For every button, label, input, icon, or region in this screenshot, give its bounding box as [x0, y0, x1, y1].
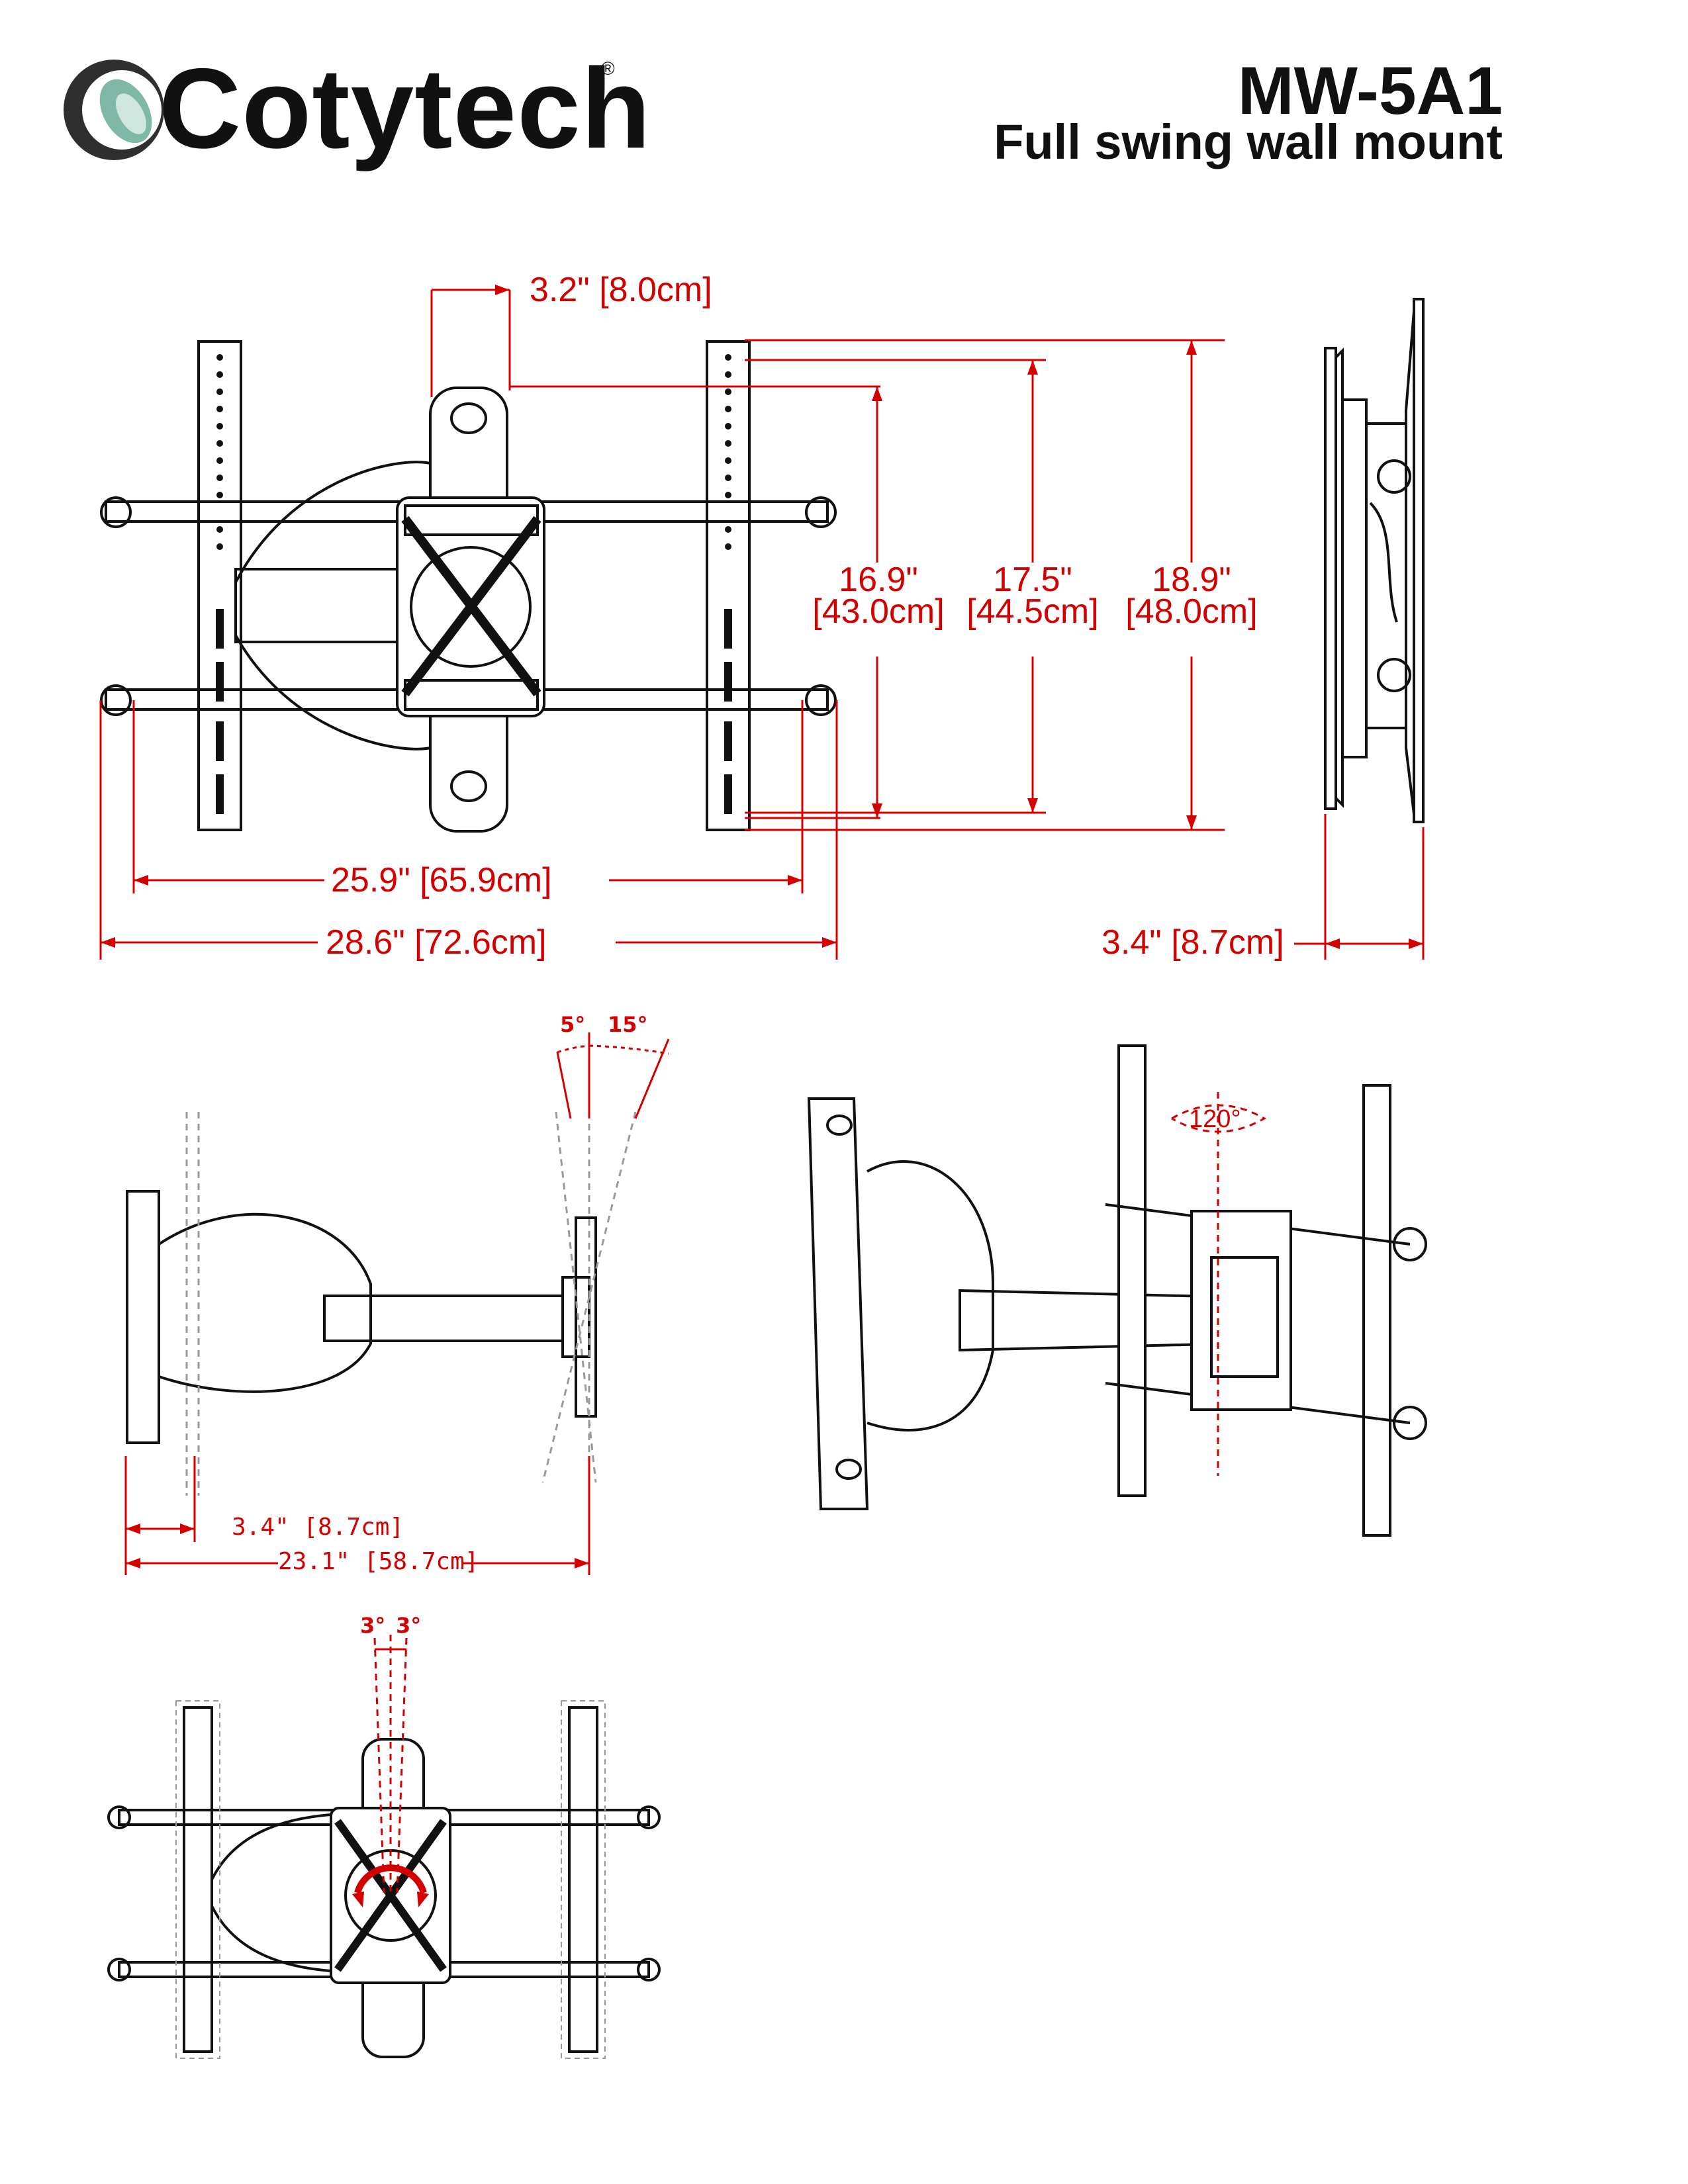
hole-spacing-2-cm: [44.5cm] [966, 592, 1099, 631]
level-right-angle: 3° [396, 1613, 422, 1638]
hole-spacing-1-in: 16.9" [839, 561, 918, 599]
hole-spacing-2-in: 17.5" [993, 561, 1072, 599]
hole-spacing-1-cm: [43.0cm] [812, 592, 945, 631]
brand-name: Cotytech [159, 45, 651, 172]
hole-spacing-3-in: 18.9" [1152, 561, 1231, 599]
offset-dimension: 3.2" [8.0cm] [530, 271, 712, 309]
min-depth-dimension: 3.4" [8.7cm] [232, 1514, 404, 1541]
inner-width-dimension: 25.9" [65.9cm] [331, 861, 552, 899]
tilt-down-angle: 15° [608, 1012, 648, 1037]
product-subtitle: Full swing wall mount [994, 114, 1503, 169]
registered-mark: ® [601, 58, 615, 79]
max-depth-dimension: 23.1" [58.7cm] [278, 1548, 479, 1575]
tilt-up-angle: 5° [560, 1012, 586, 1037]
outer-width-dimension: 28.6" [72.6cm] [326, 923, 547, 962]
side-depth-dimension: 3.4" [8.7cm] [1102, 923, 1284, 962]
hole-spacing-3-cm: [48.0cm] [1125, 592, 1258, 631]
model-number: MW-5A1 [1237, 53, 1503, 128]
level-left-angle: 3° [360, 1613, 386, 1638]
cotytech-logo-icon [64, 60, 164, 160]
swivel-angle: 120° [1189, 1105, 1241, 1133]
